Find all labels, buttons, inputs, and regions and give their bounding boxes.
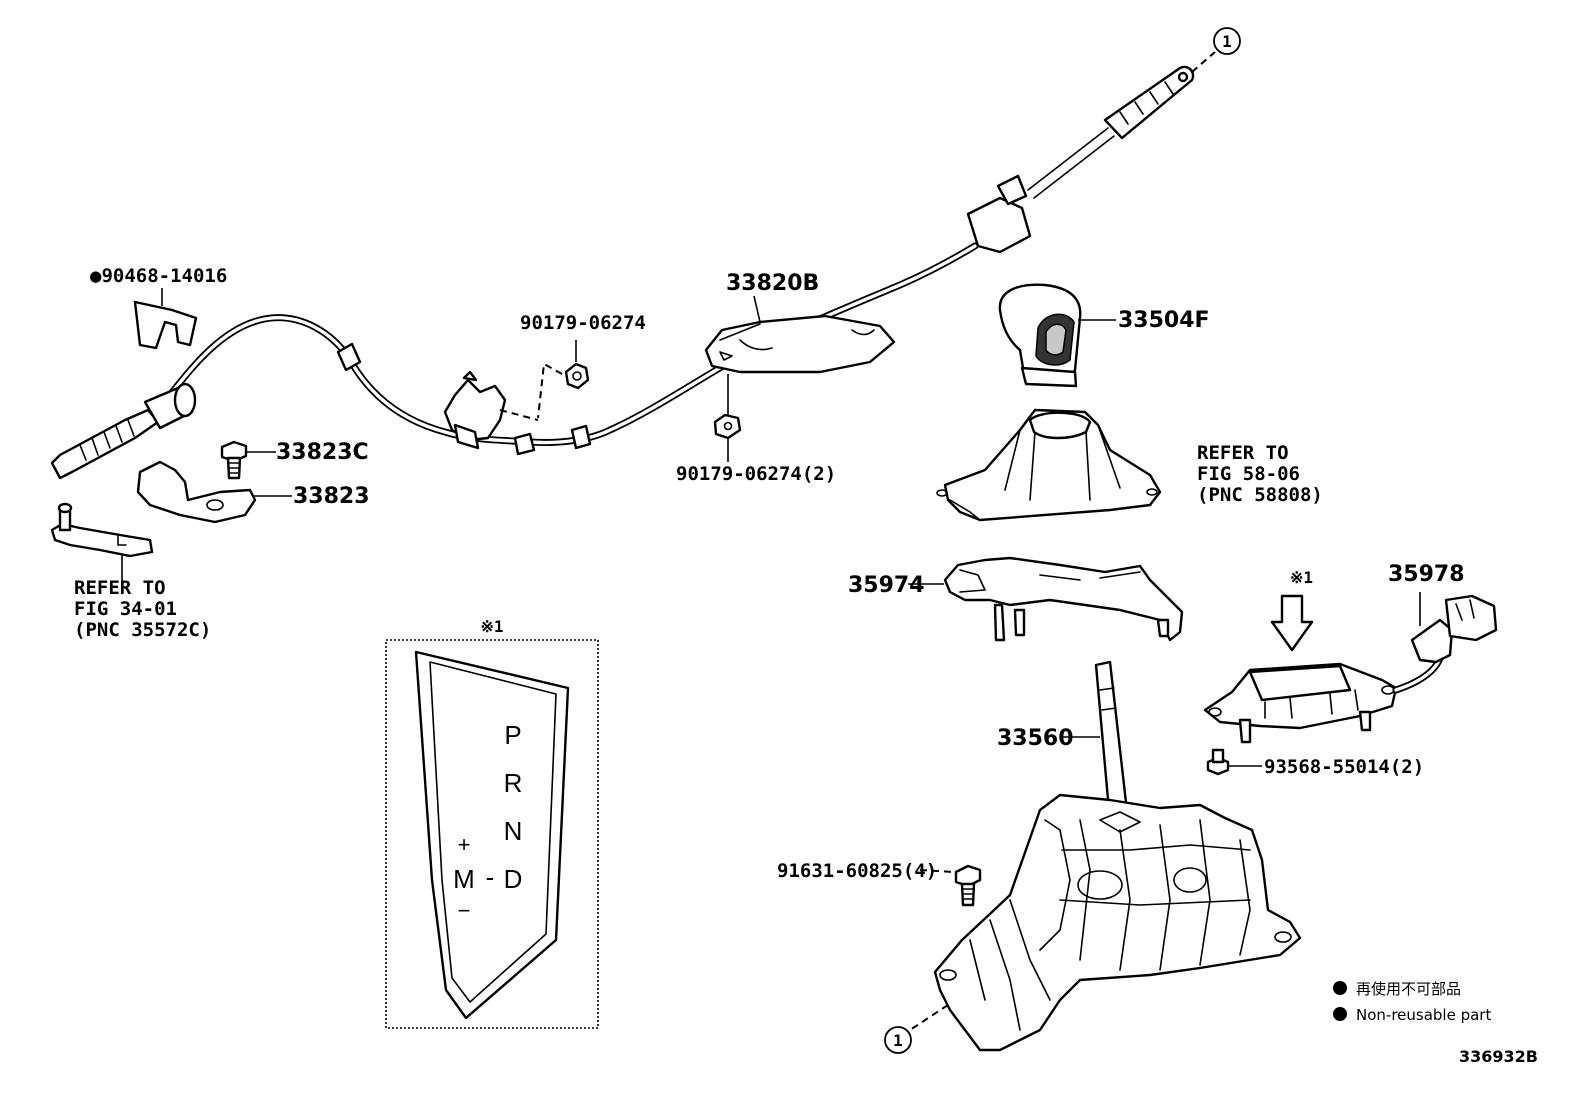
part-labels: ●90468-14016 90179-06274 33820B 90179-06…	[74, 265, 1465, 882]
gate-dash: -	[486, 862, 495, 892]
refer-left-line3: (PNC 35572C)	[74, 619, 211, 641]
grommet-90179-06274	[499, 340, 590, 421]
note-symbol-35978: ※1	[1290, 568, 1313, 587]
nut-90179-06274-2	[713, 413, 742, 462]
label-93568-55014-2: 93568-55014(2)	[1264, 756, 1424, 778]
screw-93568-55014	[1206, 748, 1262, 776]
shift-gate-panel: ※1 P R N D - M + −	[385, 617, 599, 1029]
label-33504f: 33504F	[1118, 308, 1210, 333]
bolt-33823c	[220, 440, 276, 480]
svg-text:1: 1	[1222, 32, 1232, 51]
gate-r: R	[504, 768, 523, 798]
legend-bullet-jp	[1333, 981, 1347, 995]
leader-33820b	[753, 295, 761, 323]
label-33820b: 33820B	[726, 271, 819, 296]
label-90179-06274: 90179-06274	[520, 312, 646, 334]
circle-ref-top: 1	[1213, 27, 1241, 55]
shift-cable	[50, 51, 1216, 480]
label-91631-60825-4: 91631-60825(4)	[777, 860, 937, 882]
label-33823c: 33823C	[276, 440, 369, 465]
refer-right-line2: FIG 58-06	[1197, 463, 1300, 485]
shift-lever-link	[50, 502, 154, 582]
note-symbol: ※1	[480, 617, 503, 636]
gate-plus: +	[458, 832, 471, 857]
cable-bracket-33820b	[704, 295, 896, 418]
gate-n: N	[504, 816, 523, 846]
screw-91631-60825	[919, 864, 982, 907]
housing-35974	[908, 556, 1184, 642]
circle-ref-bottom: 1	[884, 1026, 912, 1054]
shift-boot	[936, 408, 1162, 522]
refer-right-line1: REFER TO	[1197, 442, 1289, 464]
svg-text:1: 1	[893, 1031, 903, 1050]
legend-text-jp: 再使用不可部品	[1356, 980, 1461, 998]
legend-text-en: Non-reusable part	[1356, 1006, 1491, 1024]
bracket-33823	[136, 460, 292, 524]
label-35978: 35978	[1388, 562, 1465, 587]
shift-lever-assy-33560	[909, 660, 1302, 1052]
gate-frame	[385, 639, 599, 1029]
gate-d: D	[504, 864, 523, 894]
gate-minus: −	[458, 898, 471, 923]
legend-bullet-en	[1333, 1007, 1347, 1021]
label-90179-06274-2: 90179-06274(2)	[676, 463, 836, 485]
shift-knob-33504f	[998, 283, 1116, 388]
label-33823: 33823	[293, 484, 370, 509]
label-33560: 33560	[997, 726, 1074, 751]
refer-right-line3: (PNC 58808)	[1197, 484, 1323, 506]
gate-p: P	[504, 720, 521, 750]
refer-left-line1: REFER TO	[74, 577, 166, 599]
legend: 再使用不可部品 Non-reusable part	[1333, 980, 1491, 1024]
gate-m: M	[453, 864, 475, 894]
label-90468-14016: ●90468-14016	[90, 265, 227, 287]
label-35974: 35974	[848, 573, 925, 598]
diagram-ref-code: 336932B	[1459, 1047, 1538, 1066]
indicator-35978	[1203, 592, 1498, 744]
refer-left-line2: FIG 34-01	[74, 598, 177, 620]
clip-90468-14016	[133, 288, 198, 350]
